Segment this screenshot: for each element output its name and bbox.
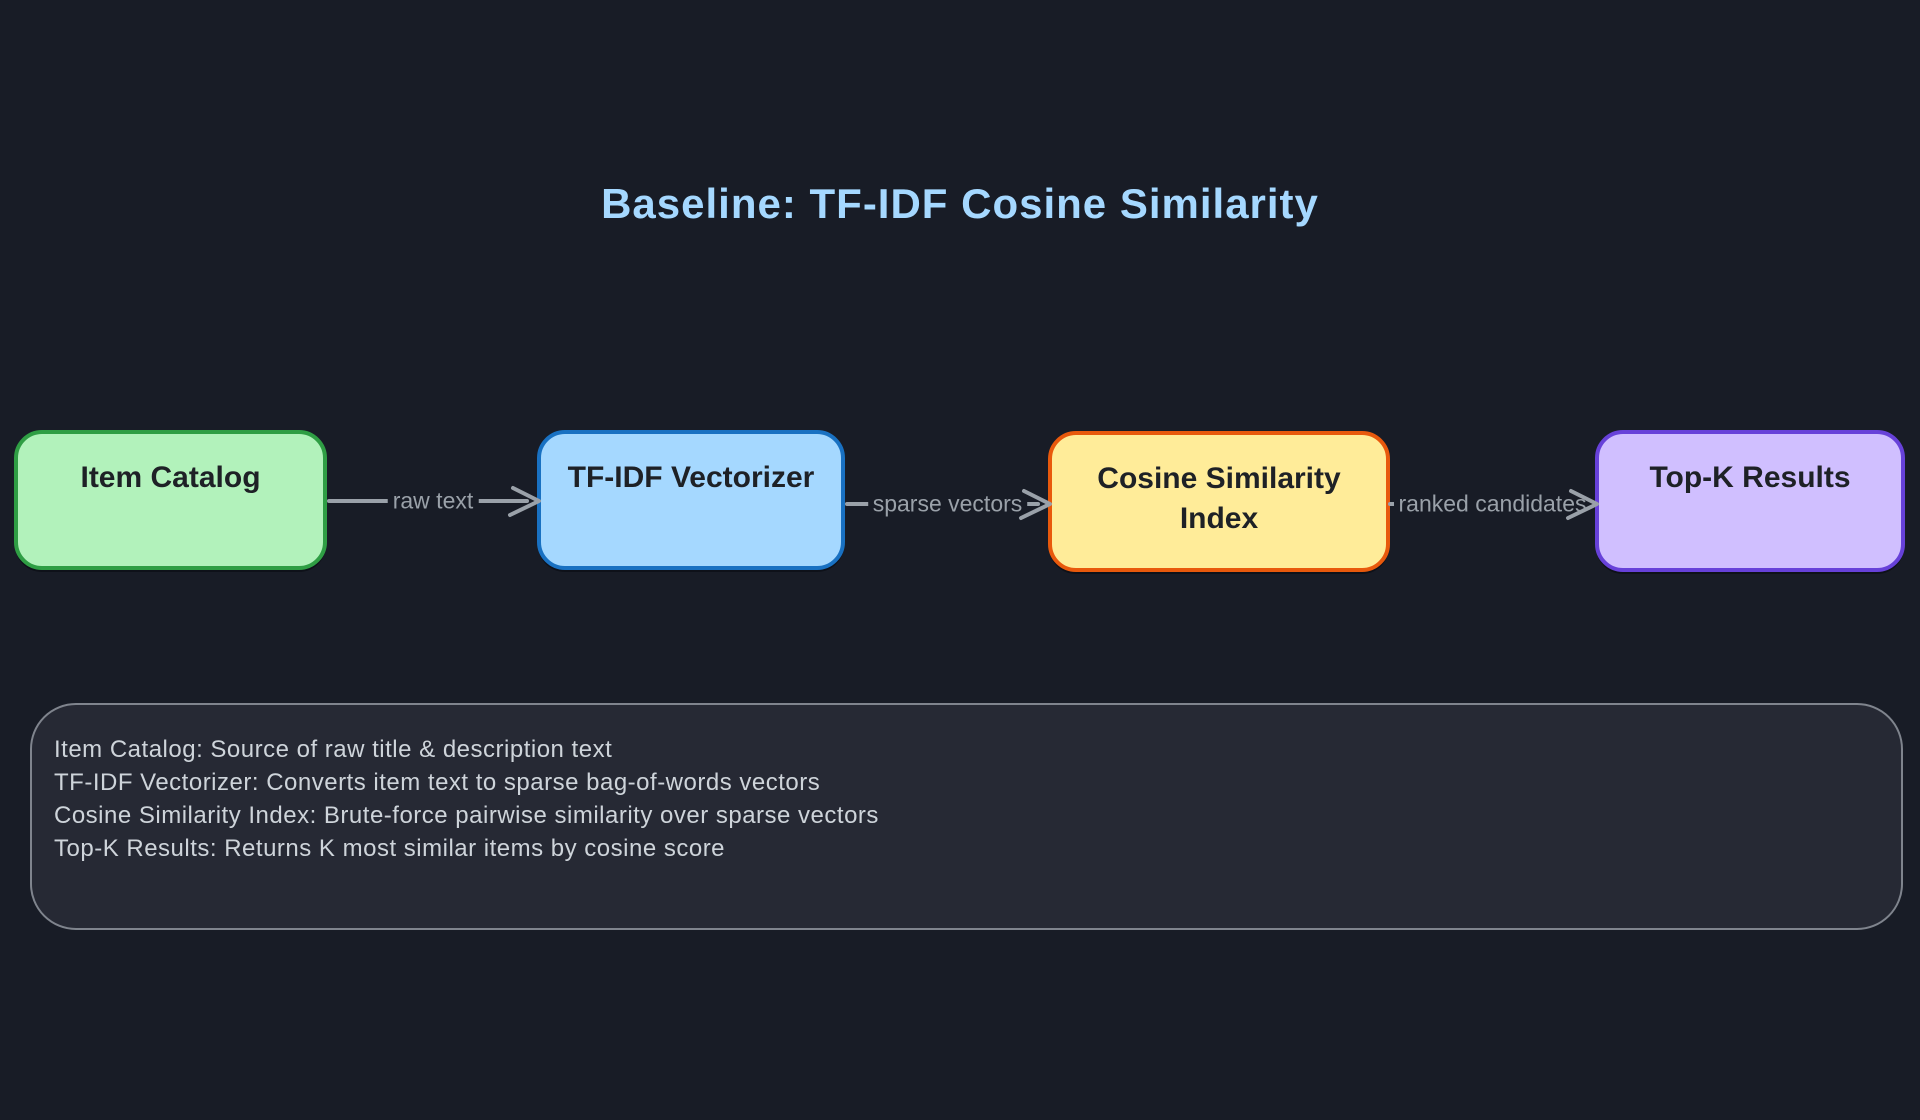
node-label: TF-IDF Vectorizer xyxy=(567,461,815,494)
edge-label: raw text xyxy=(387,486,479,516)
edge-sparse-vectors: sparse vectors xyxy=(845,481,1052,527)
arrow-right-icon xyxy=(1019,489,1052,520)
edge-label: ranked candidates xyxy=(1393,489,1592,519)
edge-label: sparse vectors xyxy=(867,489,1028,519)
arrow-right-icon xyxy=(1566,489,1599,520)
legend-line-top-k-results: Top-K Results: Returns K most similar it… xyxy=(54,835,726,862)
edge-ranked-candidates: ranked candidates xyxy=(1388,481,1599,527)
legend-line-cosine-similarity-index: Cosine Similarity Index: Brute-force pai… xyxy=(54,802,879,829)
edge-raw-text: raw text xyxy=(327,478,541,524)
node-label: Cosine Similarity Index xyxy=(1097,462,1341,535)
diagram-title: Baseline: TF-IDF Cosine Similarity xyxy=(601,180,1319,227)
node-top-k-results: Top-K Results xyxy=(1595,430,1905,572)
arrow-right-icon xyxy=(508,486,541,517)
legend-line-tfidf-vectorizer: TF-IDF Vectorizer: Converts item text to… xyxy=(54,769,821,796)
node-item-catalog: Item Catalog xyxy=(14,430,327,570)
node-label: Item Catalog xyxy=(80,461,261,494)
node-tfidf-vectorizer: TF-IDF Vectorizer xyxy=(537,430,845,570)
legend-box: Item Catalog: Source of raw title & desc… xyxy=(30,703,1903,930)
legend-line-item-catalog: Item Catalog: Source of raw title & desc… xyxy=(54,736,613,763)
node-label: Top-K Results xyxy=(1649,461,1851,494)
node-cosine-similarity-index: Cosine Similarity Index xyxy=(1048,431,1390,572)
